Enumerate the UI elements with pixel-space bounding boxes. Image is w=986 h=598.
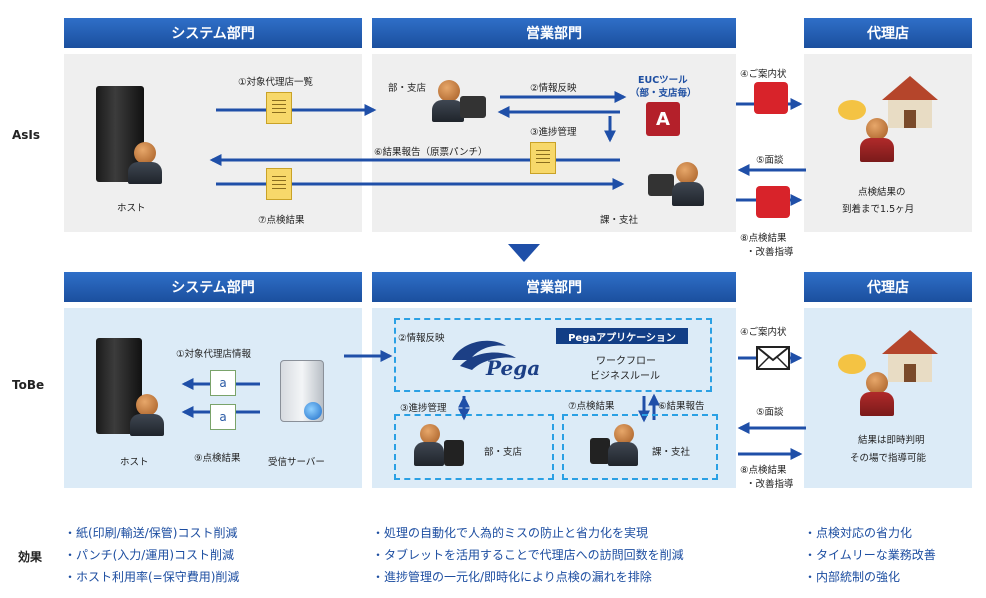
effect-sales-3: ・進捗管理の一元化/即時化により点検の漏れを排除 [372, 570, 652, 584]
header-system-asis: システム部門 [64, 18, 362, 48]
pega-logo-icon [452, 340, 516, 370]
pega-dashed-box [394, 318, 712, 392]
asis-branch-person-body [432, 100, 464, 122]
asis-branch-person-icon [438, 80, 460, 102]
row-label-effect: 効果 [18, 550, 43, 564]
host-person-icon [134, 142, 156, 164]
transition-arrow [508, 244, 540, 262]
asis-agency-note-1: 点検結果の [858, 187, 906, 198]
asis-step6-document-icon [530, 142, 556, 174]
tobe-step1-label: ①対象代理店情報 [176, 349, 252, 360]
tobe-section-person-icon [614, 424, 634, 444]
tobe-step2-label: ②情報反映 [398, 333, 445, 344]
tobe-branch-person-icon [420, 424, 440, 444]
tobe-step7-label: ⑦点検結果 [568, 401, 615, 412]
pega-workflow-label: ワークフロー [596, 356, 656, 367]
tobe-host-person-icon [136, 394, 158, 416]
asis-step8-label-1: ⑧点検結果 [740, 233, 787, 244]
tobe-section-person-body [608, 442, 638, 466]
asis-step2-label: ②情報反映 [530, 83, 577, 94]
header-agency-asis: 代理店 [804, 18, 972, 48]
tobe-host-person-body [130, 414, 164, 436]
asis-mailbox-icon-1 [754, 82, 788, 114]
header-sales-asis: 営業部門 [372, 18, 736, 48]
asis-step7-document-icon [266, 168, 292, 200]
branch-dashed-box [394, 414, 554, 480]
effect-sales-2: ・タブレットを活用することで代理店への訪問回数を削減 [372, 548, 684, 562]
asis-step1-label: ①対象代理店一覧 [238, 77, 314, 88]
tobe-agency-house-icon [882, 330, 938, 382]
tobe-section-tablet-icon [590, 438, 610, 464]
asis-step3-label: ③進捗管理 [530, 127, 577, 138]
header-agency-tobe: 代理店 [804, 272, 972, 302]
tobe-step5-label: ⑤面談 [756, 407, 784, 418]
tobe-data-file-icon-2: a [210, 404, 236, 430]
tobe-step3-label: ③進捗管理 [400, 403, 447, 414]
row-label-tobe: ToBe [12, 378, 45, 392]
asis-step6-label: ⑥結果報告（原票パンチ） [374, 147, 488, 158]
asis-step4-label: ④ご案内状 [740, 69, 787, 80]
tobe-step6-label: ⑥結果報告 [658, 401, 705, 412]
tobe-step9-label: ⑨点検結果 [194, 453, 241, 464]
tobe-section-label: 課・支社 [652, 447, 691, 458]
asis-section-person-icon [676, 162, 698, 184]
effect-agency-1: ・点検対応の省力化 [804, 526, 913, 540]
effect-system-1: ・紙(印刷/輸送/保管)コスト削減 [64, 526, 238, 540]
asis-euc-label-2: （部・支店毎） [630, 88, 697, 99]
asis-mailbox-icon-2 [756, 186, 790, 218]
asis-branch-label: 部・支店 [388, 83, 427, 94]
effect-system-2: ・パンチ(入力/運用)コスト削減 [64, 548, 235, 562]
host-person-body [128, 162, 162, 184]
tobe-server-label: 受信サーバー [268, 457, 325, 468]
pega-logo-text: Pega [486, 356, 541, 380]
asis-speech-bubble-icon [838, 100, 866, 120]
tobe-branch-tablet-icon [444, 440, 464, 466]
asis-section-monitor-icon [648, 174, 674, 196]
asis-agency-house-icon [882, 76, 938, 128]
asis-section-person-body [672, 182, 704, 206]
tobe-agency-person-body [860, 392, 894, 416]
header-system-tobe: システム部門 [64, 272, 362, 302]
tobe-step8-label-2: ・改善指導 [746, 479, 794, 490]
effect-agency-2: ・タイムリーな業務改善 [804, 548, 936, 562]
asis-branch-monitor-icon [460, 96, 486, 118]
asis-step7-label: ⑦点検結果 [258, 215, 305, 226]
asis-host-label: ホスト [117, 203, 146, 214]
tobe-host-label: ホスト [120, 457, 149, 468]
asis-euc-label-1: EUCツール [638, 75, 688, 86]
tobe-data-file-icon-1: a [210, 370, 236, 396]
tobe-speech-bubble-icon [838, 354, 866, 374]
effect-sales-1: ・処理の自動化で人為的ミスの防止と省力化を実現 [372, 526, 649, 540]
effects-agency-list: ・点検対応の省力化 ・タイムリーな業務改善 ・内部統制の強化 [804, 522, 936, 588]
asis-step1-document-icon [266, 92, 292, 124]
asis-step5-label: ⑤面談 [756, 155, 784, 166]
asis-section-label: 課・支社 [600, 215, 639, 226]
tobe-step4-label: ④ご案内状 [740, 327, 787, 338]
tobe-agency-person-icon [866, 372, 888, 394]
effects-sales-list: ・処理の自動化で人為的ミスの防止と省力化を実現 ・タブレットを活用することで代理… [372, 522, 684, 588]
pega-app-title: Pegaアプリケーション [556, 328, 688, 344]
receiving-server-globe-icon [304, 402, 322, 420]
tobe-envelope-flap [756, 346, 790, 370]
tobe-branch-label: 部・支店 [484, 447, 523, 458]
tobe-step8-label-1: ⑧点検結果 [740, 465, 787, 476]
asis-agency-person-icon [866, 118, 888, 140]
effect-agency-3: ・内部統制の強化 [804, 570, 901, 584]
tobe-agency-note-2: その場で指導可能 [850, 453, 927, 464]
row-label-asis: AsIs [12, 128, 41, 142]
asis-step8-label-2: ・改善指導 [746, 247, 794, 258]
asis-agency-person-body [860, 138, 894, 162]
effects-system-list: ・紙(印刷/輸送/保管)コスト削減 ・パンチ(入力/運用)コスト削減 ・ホスト利… [64, 522, 239, 588]
asis-agency-note-2: 到着まで1.5ヶ月 [842, 204, 915, 215]
tobe-agency-note-1: 結果は即時判明 [858, 435, 925, 446]
section-dashed-box [562, 414, 718, 480]
access-db-icon: A [646, 102, 680, 136]
tobe-branch-person-body [414, 442, 444, 466]
header-sales-tobe: 営業部門 [372, 272, 736, 302]
effect-system-3: ・ホスト利用率(=保守費用)削減 [64, 570, 240, 584]
pega-business-rule-label: ビジネスルール [590, 371, 660, 382]
